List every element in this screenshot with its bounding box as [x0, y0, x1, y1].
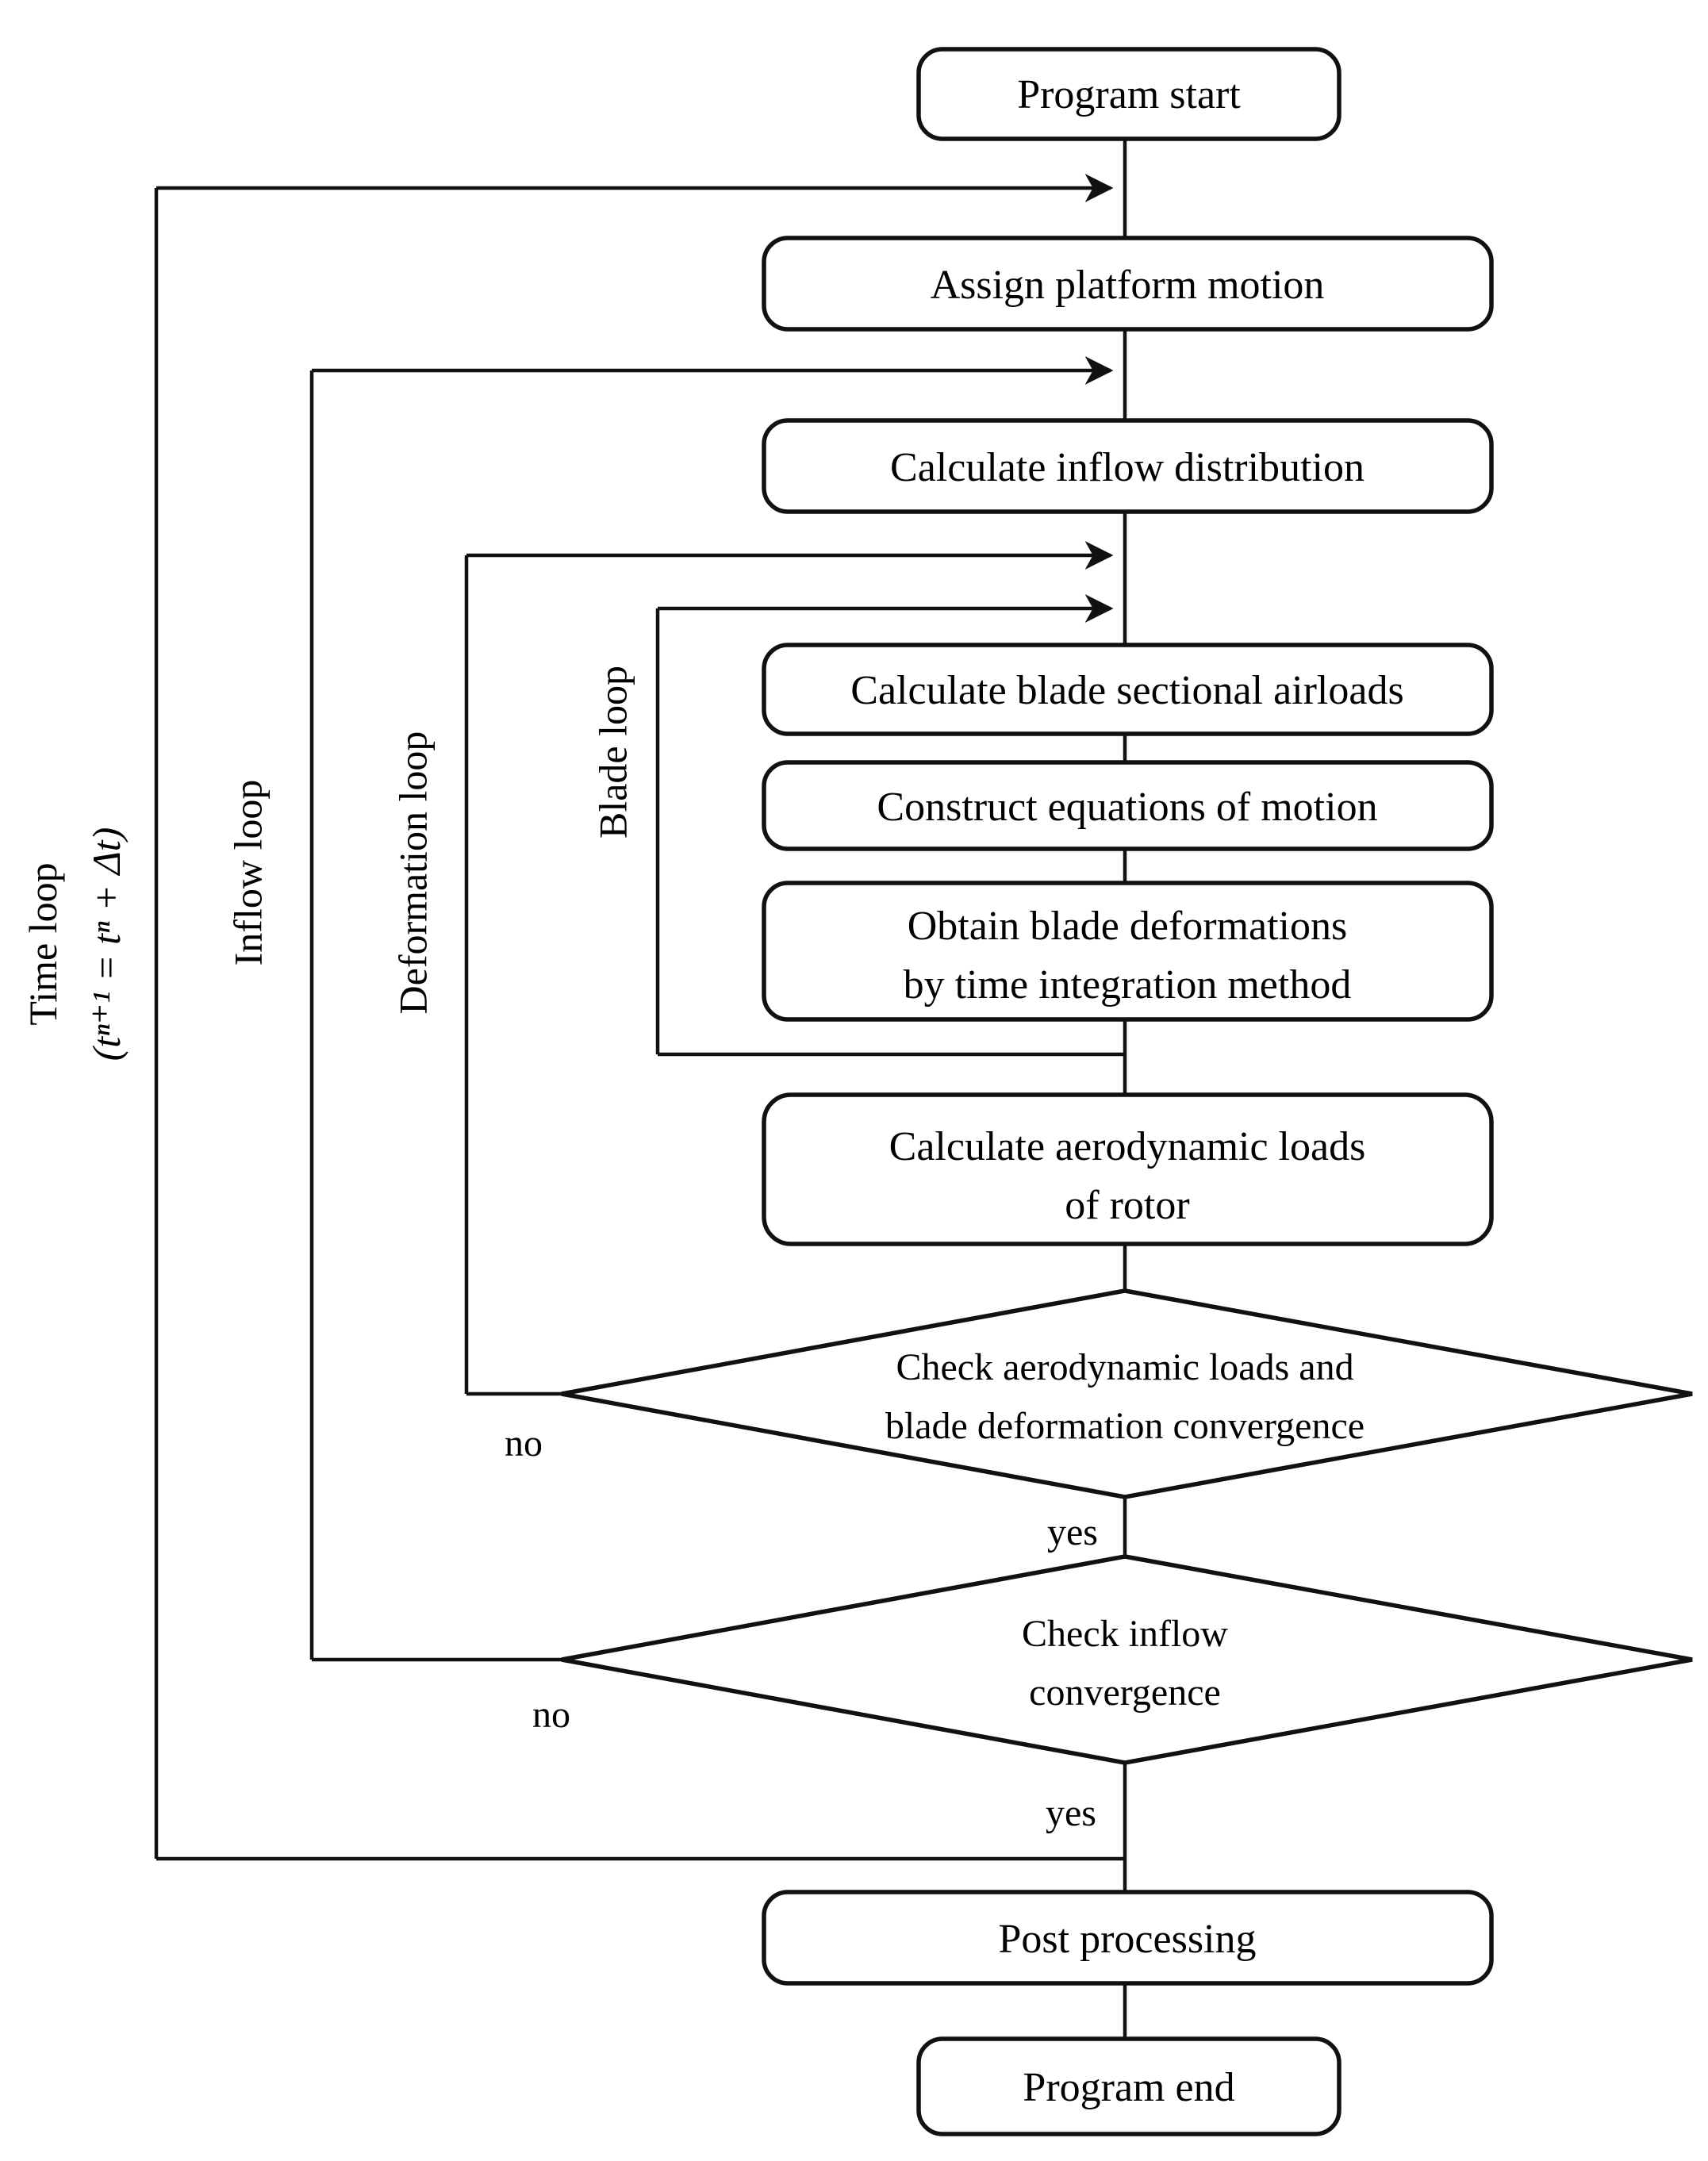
branch-label-no-deformation: no [505, 1422, 543, 1464]
obtain-blade-deformations-label-line2: by time integration method [904, 962, 1352, 1008]
time-loop-label-line1: Time loop [21, 862, 65, 1025]
program-end-label: Program end [1023, 2065, 1234, 2110]
check-aero-convergence-label-line1: Check aerodynamic loads and [896, 1346, 1353, 1388]
calculate-inflow-distribution-label: Calculate inflow distribution [890, 445, 1364, 490]
node-post-processing: Post processing [762, 1890, 1494, 1986]
assign-platform-motion-box [762, 236, 1494, 332]
check-aero-convergence-diamond [561, 1288, 1693, 1499]
branch-label-no-inflow: no [532, 1694, 570, 1736]
assign-platform-motion-label: Assign platform motion [931, 263, 1325, 308]
node-obtain-blade-deformations: Obtain blade deformations by time integr… [762, 881, 1494, 1022]
calculate-aerodynamic-loads-label-line1: Calculate aerodynamic loads [889, 1124, 1366, 1169]
node-calculate-aerodynamic-loads: Calculate aerodynamic loads of rotor [762, 1092, 1494, 1246]
node-construct-equations-of-motion: Construct equations of motion [762, 760, 1494, 851]
deformation-loop-label-text: Deformation loop [391, 731, 436, 1015]
node-assign-platform-motion: Assign platform motion [762, 236, 1494, 332]
calculate-blade-sectional-airloads-box [762, 643, 1494, 736]
inflow-loop-label: Inflow loop [226, 780, 271, 966]
program-start-label: Program start [1017, 72, 1241, 117]
calculate-inflow-distribution-box [762, 418, 1494, 514]
program-end-box [916, 2036, 1341, 2136]
calculate-blade-sectional-airloads-label: Calculate blade sectional airloads [850, 668, 1403, 713]
check-inflow-convergence-diamond [561, 1554, 1693, 1765]
inflow-loop-label-text: Inflow loop [226, 780, 271, 966]
check-aero-convergence-label-line2: blade deformation convergence [885, 1405, 1364, 1447]
program-start-box [916, 47, 1341, 141]
node-calculate-blade-sectional-airloads: Calculate blade sectional airloads [762, 643, 1494, 736]
time-loop-label: Time loop (tⁿ⁺¹ = tⁿ + Δt) [21, 827, 129, 1061]
obtain-blade-deformations-label-line1: Obtain blade deformations [908, 904, 1348, 949]
calculate-aerodynamic-loads-label-line2: of rotor [1065, 1183, 1189, 1228]
node-program-start: Program start [916, 47, 1341, 141]
decision-check-inflow-convergence: Check inflow convergence [561, 1554, 1693, 1765]
blade-loop-label-text: Blade loop [591, 666, 635, 839]
deformation-loop-label: Deformation loop [391, 731, 436, 1015]
construct-equations-of-motion-label: Construct equations of motion [877, 785, 1377, 830]
decision-check-aero-convergence: Check aerodynamic loads and blade deform… [561, 1288, 1693, 1499]
branch-label-yes-deformation: yes [1047, 1511, 1098, 1553]
check-inflow-convergence-label-line1: Check inflow [1022, 1613, 1228, 1655]
calculate-aerodynamic-loads-box [762, 1092, 1494, 1246]
blade-loop-label: Blade loop [591, 666, 635, 839]
time-loop-label-line2: (tⁿ⁺¹ = tⁿ + Δt) [84, 827, 129, 1061]
node-program-end: Program end [916, 2036, 1341, 2136]
construct-equations-of-motion-box [762, 760, 1494, 851]
check-inflow-convergence-label-line2: convergence [1029, 1672, 1221, 1714]
post-processing-label: Post processing [999, 1917, 1257, 1962]
branch-label-yes-inflow: yes [1046, 1792, 1096, 1834]
post-processing-box [762, 1890, 1494, 1986]
node-calculate-inflow-distribution: Calculate inflow distribution [762, 418, 1494, 514]
obtain-blade-deformations-box [762, 881, 1494, 1022]
